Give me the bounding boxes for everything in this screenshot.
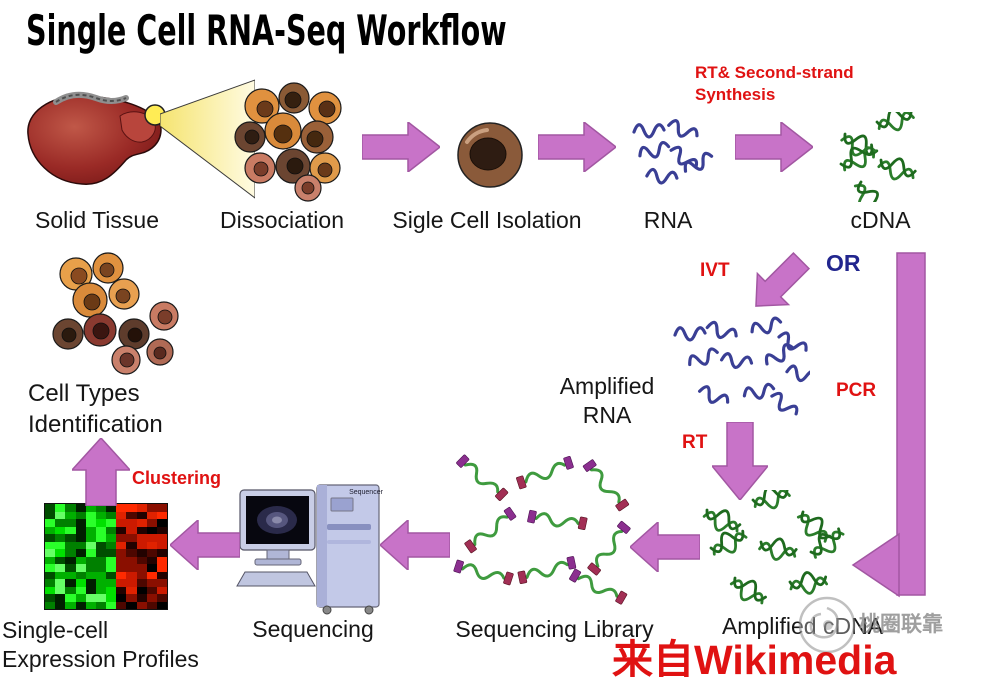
dissociation-cells-illustration	[234, 82, 342, 202]
sequencer-name-label: Sequencer	[349, 489, 384, 496]
label-rt-second-strand-line2: Synthesis	[695, 85, 776, 104]
node-label-sequencing-library: Sequencing Library	[455, 616, 654, 642]
amplified-cdna-illustration	[702, 490, 845, 605]
node-label-expression-profiles-line2: Expression Profiles	[2, 646, 199, 672]
watermark-text: 桃圈联靠	[859, 613, 943, 636]
node-label-expression-profiles-line1: Single-cell	[2, 617, 109, 643]
cell-types-illustration	[52, 252, 179, 375]
rna-illustration	[632, 119, 714, 185]
node-label-solid-tissue: Solid Tissue	[34, 207, 159, 233]
arrow-rt	[712, 422, 768, 500]
arrow-pcr	[851, 252, 926, 598]
node-label-cdna: cDNA	[850, 207, 911, 233]
label-rt-second-strand-line1: RT& Second-strand	[695, 63, 854, 82]
sequencer-illustration: Sequencer	[236, 484, 384, 615]
magnifier-cone	[160, 79, 255, 199]
node-label-cell-types-line2: Identification	[28, 411, 163, 438]
arrow-isolation-to-rna	[538, 122, 616, 172]
label-clustering: Clustering	[132, 468, 222, 488]
single-cell-illustration	[457, 122, 523, 188]
node-label-amplified-rna: Amplified RNA	[548, 372, 666, 430]
sequencing-library-illustration	[453, 454, 631, 605]
node-label-expression-profiles: Single-cell Expression Profiles	[2, 616, 252, 674]
page-title: Single Cell RNA-Seq Workflow	[26, 6, 507, 55]
arrow-ivt	[755, 251, 811, 307]
node-label-amplified-rna-line1: Amplified	[559, 373, 655, 399]
label-pcr: PCR	[836, 380, 877, 401]
arrow-sequencing-to-profiles	[170, 520, 240, 570]
heatmap-illustration	[44, 503, 168, 610]
node-label-cell-types: Cell Types Identification	[28, 378, 228, 440]
label-ivt: IVT	[700, 260, 730, 281]
arrow-cdna-to-library	[630, 522, 700, 572]
node-label-dissociation: Dissociation	[220, 207, 344, 233]
arrow-rna-to-cdna	[735, 122, 813, 172]
node-label-rna: RNA	[643, 207, 693, 233]
label-rt-second-strand: RT& Second-strand Synthesis	[695, 62, 854, 106]
arrow-library-to-sequencing	[380, 520, 450, 570]
node-label-amplified-rna-line2: RNA	[582, 402, 632, 428]
node-label-cell-types-line1: Cell Types	[28, 380, 140, 407]
node-label-single-cell-isolation: Sigle Cell Isolation	[392, 207, 582, 233]
attribution-text: 来自Wikimedia	[612, 637, 897, 677]
watermark-logo-icon	[798, 596, 856, 654]
cdna-illustration	[839, 112, 917, 202]
node-label-sequencing: Sequencing	[252, 616, 374, 642]
label-rt: RT	[682, 432, 708, 453]
liver-illustration	[27, 91, 166, 185]
watermark: 桃圈联靠	[795, 592, 970, 658]
arrow-clustering	[72, 438, 130, 506]
arrow-dissociation-to-isolation	[362, 122, 440, 172]
label-or: OR	[826, 250, 861, 276]
amplified-rna-illustration	[673, 316, 810, 416]
